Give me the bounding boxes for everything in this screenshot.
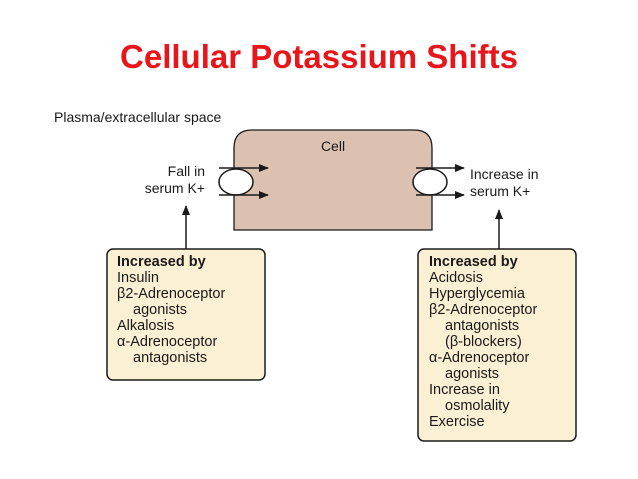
right-box-line: agonists (445, 366, 499, 382)
slide-title: Cellular Potassium Shifts (120, 38, 518, 75)
right-box-line: osmolality (445, 398, 510, 414)
left-box-line: α-Adrenoceptor (117, 334, 217, 350)
region-label: Plasma/extracellular space (54, 109, 222, 125)
left-box-heading: Increased by (117, 254, 206, 270)
left-box-line: β2-Adrenoceptor (117, 286, 225, 302)
left-factor-box (106, 248, 266, 381)
left-box-line: Alkalosis (117, 318, 174, 334)
left-label-line-2: serum K+ (145, 180, 205, 196)
left-box-line: agonists (133, 302, 187, 318)
left-pump (218, 164, 269, 199)
right-label-line-2: serum K+ (470, 183, 530, 199)
right-box-line: Exercise (429, 414, 485, 430)
right-box-line: Increase in (429, 382, 500, 398)
right-label-line-1: Increase in (470, 166, 538, 182)
left-label-line-1: Fall in (168, 163, 205, 179)
right-box-line: Hyperglycemia (429, 286, 526, 302)
right-factor-box (417, 248, 577, 442)
right-box-heading: Increased by (429, 254, 518, 270)
cell-label: Cell (321, 138, 345, 154)
right-box-line: β2-Adrenoceptor (429, 302, 537, 318)
left-box-line: Insulin (117, 270, 159, 286)
left-box-line: antagonists (133, 350, 207, 366)
right-box-line: Acidosis (429, 270, 483, 286)
right-box-line: antagonists (445, 318, 519, 334)
right-box-line: (β-blockers) (445, 334, 522, 350)
right-pump (412, 164, 465, 199)
right-box-line: α-Adrenoceptor (429, 350, 529, 366)
cell-body (233, 129, 433, 231)
